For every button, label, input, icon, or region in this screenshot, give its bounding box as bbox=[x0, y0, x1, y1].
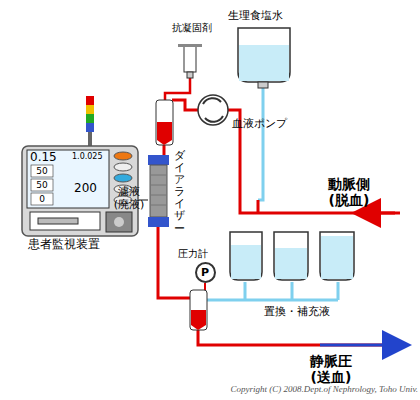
monitor-reading: 1.0.025 bbox=[72, 152, 106, 161]
part-label: 生理食塩水 bbox=[228, 10, 308, 23]
part-label: 患者監視装置 bbox=[28, 238, 138, 252]
monitor-reading: 0 bbox=[33, 194, 51, 204]
part-label: 動脈側 (脱血) bbox=[318, 176, 380, 208]
copyright-note: Copyright (C) 2008.Dept.of Nephrology, T… bbox=[160, 384, 418, 394]
part-label: 血液ポンプ bbox=[232, 118, 302, 131]
monitor-reading: 200 bbox=[74, 182, 104, 196]
part-label: 圧力計 bbox=[178, 248, 228, 260]
part-label: 濾液 (廃液) bbox=[112, 186, 146, 211]
pressure-gauge: P bbox=[195, 262, 216, 283]
part-label: 静脈圧 (送血) bbox=[300, 353, 362, 385]
part-label: 抗凝固剤 bbox=[172, 22, 232, 34]
part-label: 置換・補充液 bbox=[264, 306, 354, 319]
monitor-reading: 50 bbox=[33, 180, 51, 190]
monitor-reading: 0.15 bbox=[30, 151, 70, 165]
part-label: ダイアライザー bbox=[174, 150, 185, 235]
gauge-letter: P bbox=[201, 266, 209, 279]
monitor-reading: 50 bbox=[33, 166, 51, 176]
